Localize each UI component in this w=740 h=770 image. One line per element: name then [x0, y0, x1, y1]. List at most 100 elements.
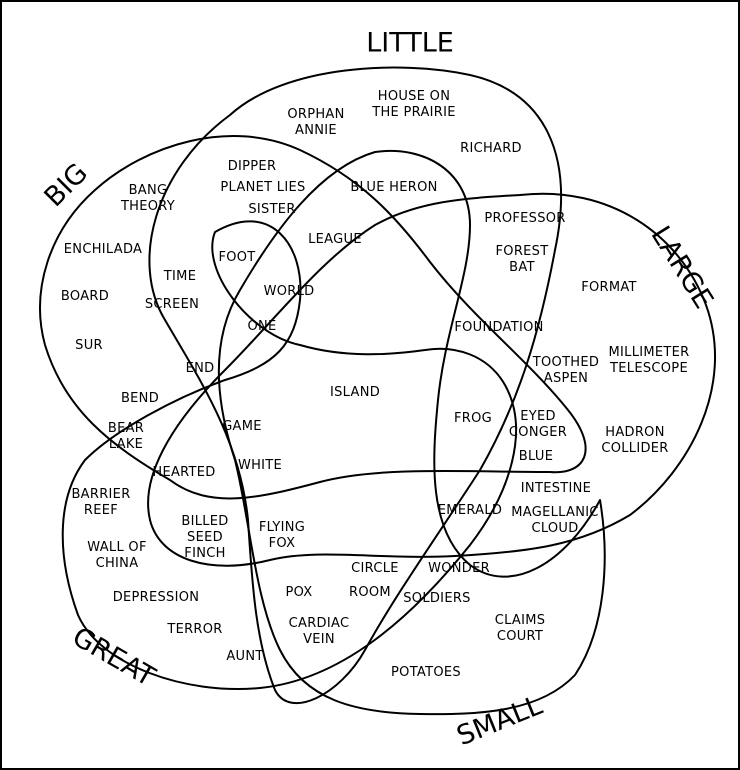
- word-foot-line-1: FOOT: [218, 250, 255, 265]
- word-sur-line-1: SUR: [75, 338, 103, 353]
- word-world: WORLD: [264, 284, 315, 299]
- word-emerald-line-1: EMERALD: [438, 503, 502, 518]
- word-game: GAME: [222, 419, 262, 434]
- word-format: FORMAT: [581, 280, 637, 295]
- set-great-outline: [61, 220, 517, 690]
- word-world-line-1: WORLD: [264, 284, 315, 299]
- word-forest-bat-line-2: BAT: [509, 260, 535, 275]
- word-eyed-conger-line-1: EYED: [520, 409, 556, 424]
- set-label-large: LARGE: [645, 221, 719, 314]
- word-enchilada: ENCHILADA: [64, 242, 142, 257]
- word-professor: PROFESSOR: [484, 211, 565, 226]
- word-planet-lies: PLANET LIES: [220, 180, 305, 195]
- word-dipper-line-1: DIPPER: [228, 159, 277, 174]
- word-cardiac-vein-line-1: CARDIAC: [289, 616, 350, 631]
- word-circle-line-1: CIRCLE: [351, 561, 399, 576]
- word-magellanic-cloud-line-2: CLOUD: [531, 521, 578, 536]
- word-orphan-annie-line-2: ANNIE: [295, 123, 337, 138]
- word-forest-bat-line-1: FOREST: [496, 244, 549, 259]
- word-soldiers-line-1: SOLDIERS: [403, 591, 470, 606]
- word-aunt-line-1: AUNT: [226, 649, 263, 664]
- word-foundation-line-1: FOUNDATION: [454, 320, 543, 335]
- word-board-line-1: BOARD: [61, 289, 109, 304]
- word-hearted-line-1: HEARTED: [152, 465, 215, 480]
- set-little-outline: [148, 66, 563, 704]
- word-cardiac-vein-line-2: VEIN: [303, 632, 335, 647]
- word-one-line-1: ONE: [247, 319, 276, 334]
- word-wonder: WONDER: [428, 561, 490, 576]
- word-depression-line-1: DEPRESSION: [113, 590, 200, 605]
- word-hadron-collider-line-1: HADRON: [605, 425, 664, 440]
- word-professor-line-1: PROFESSOR: [484, 211, 565, 226]
- word-enchilada-line-1: ENCHILADA: [64, 242, 142, 257]
- word-sur: SUR: [75, 338, 103, 353]
- word-intestine-line-1: INTESTINE: [521, 481, 591, 496]
- set-label-big: BIG: [39, 158, 94, 213]
- word-game-line-1: GAME: [222, 419, 262, 434]
- word-house-on-the-prairie-line-2: THE PRAIRIE: [371, 105, 456, 120]
- word-depression: DEPRESSION: [113, 590, 200, 605]
- word-terror-line-1: TERROR: [166, 622, 222, 637]
- word-richard-line-1: RICHARD: [460, 141, 522, 156]
- word-sister-line-1: SISTER: [248, 202, 295, 217]
- set-small-outline: [217, 149, 606, 716]
- word-eyed-conger-line-2: CONGER: [509, 425, 567, 440]
- word-screen: SCREEN: [145, 297, 199, 312]
- word-league-line-1: LEAGUE: [308, 232, 362, 247]
- word-blue-heron: BLUE HERON: [350, 180, 437, 195]
- set-label-great: GREAT: [67, 621, 161, 693]
- word-island: ISLAND: [330, 385, 380, 400]
- word-pox-line-1: POX: [285, 585, 312, 600]
- word-millimeter-telescope-line-1: MILLIMETER: [609, 345, 690, 360]
- word-room-line-1: ROOM: [349, 585, 391, 600]
- word-bang-theory-line-1: BANG: [129, 183, 168, 198]
- word-potatoes-line-1: POTATOES: [391, 665, 461, 680]
- word-barrier-reef-line-1: BARRIER: [71, 487, 130, 502]
- word-barrier-reef-line-2: REEF: [84, 503, 118, 518]
- set-large-outline: [147, 192, 716, 567]
- word-bear-lake-line-1: BEAR: [108, 421, 144, 436]
- set-label-little: LITTLE: [366, 28, 454, 59]
- word-richard: RICHARD: [460, 141, 522, 156]
- word-wonder-line-1: WONDER: [428, 561, 490, 576]
- word-blue-heron-line-1: BLUE HERON: [350, 180, 437, 195]
- word-wall-of-china-line-1: WALL OF: [87, 540, 146, 555]
- word-intestine: INTESTINE: [521, 481, 591, 496]
- word-pox: POX: [285, 585, 312, 600]
- word-billed-seed-finch-line-1: BILLED: [181, 514, 228, 529]
- word-emerald: EMERALD: [438, 503, 502, 518]
- word-screen-line-1: SCREEN: [145, 297, 199, 312]
- word-white: WHITE: [238, 458, 282, 473]
- word-terror: TERROR: [166, 622, 222, 637]
- word-bend: BEND: [121, 391, 159, 406]
- word-end-line-1: END: [186, 361, 215, 376]
- set-label-small: SMALL: [453, 690, 547, 752]
- word-foot: FOOT: [218, 250, 255, 265]
- word-white-line-1: WHITE: [238, 458, 282, 473]
- word-orphan-annie-line-1: ORPHAN: [287, 107, 344, 122]
- word-room: ROOM: [349, 585, 391, 600]
- word-blue-line-1: BLUE: [519, 449, 553, 464]
- word-frog-line-1: FROG: [454, 411, 492, 426]
- word-end: END: [186, 361, 215, 376]
- word-bear-lake-line-2: LAKE: [109, 437, 143, 452]
- word-magellanic-cloud-line-1: MAGELLANIC: [511, 505, 598, 520]
- set-big-outline: [39, 135, 587, 500]
- word-aunt: AUNT: [226, 649, 263, 664]
- word-format-line-1: FORMAT: [581, 280, 637, 295]
- word-foundation: FOUNDATION: [454, 320, 543, 335]
- word-hadron-collider-line-2: COLLIDER: [601, 441, 668, 456]
